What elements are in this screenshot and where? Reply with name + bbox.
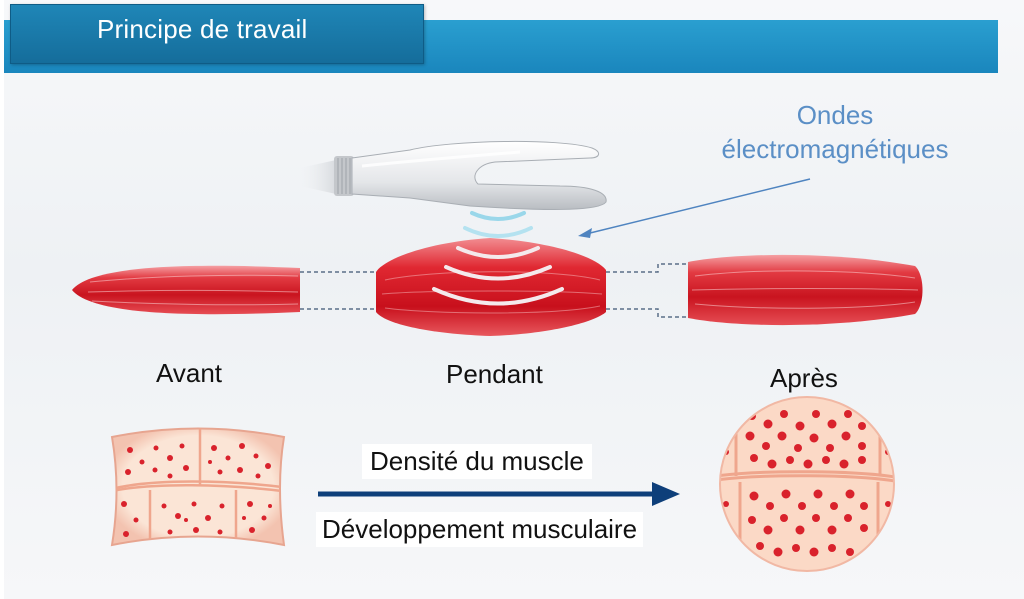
caption-density: Densité du muscle [362, 444, 592, 479]
muscle-after [688, 254, 923, 326]
wave-label: Ondes électromagnétiques [700, 98, 970, 166]
muscle-during [376, 238, 606, 336]
stage-label-after: Après [770, 363, 838, 393]
process-arrow [318, 482, 680, 506]
stage-label-during: Pendant [446, 359, 543, 389]
electromagnetic-waves [432, 211, 564, 306]
muscle-before [72, 265, 300, 315]
page-title: Principe de travail [97, 14, 308, 44]
wave-pointer-arrow [578, 178, 811, 238]
handpiece-device [300, 140, 607, 210]
caption-development: Développement musculaire [316, 512, 644, 547]
fiber-dots-before [121, 443, 272, 537]
cross-section-after [719, 396, 895, 572]
connector-lines [300, 263, 690, 318]
title-box [10, 4, 424, 64]
stage-label-before: Avant [156, 358, 223, 388]
cross-section-before [110, 427, 286, 547]
wave-label-line2: électromagnétiques [721, 134, 949, 164]
wave-label-line1: Ondes [796, 100, 874, 130]
